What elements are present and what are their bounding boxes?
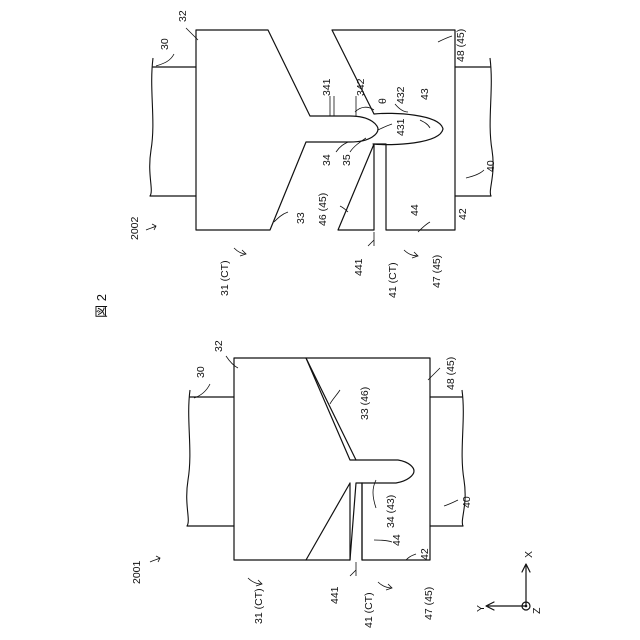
label-33-bottom: 33 (46) <box>359 387 371 420</box>
label-30-bottom: 30 <box>195 366 207 378</box>
label-32-bottom: 32 <box>213 340 225 352</box>
label-432: 432 <box>395 86 407 104</box>
label-48-bottom: 48 (45) <box>445 357 457 390</box>
axis-z-label: Z <box>531 607 543 614</box>
label-341: 341 <box>321 78 333 96</box>
label-342: 342 <box>355 78 367 96</box>
panel-2001: 2001 30 32 48 (45) 33 (46) 40 34 (43) 44… <box>131 340 473 628</box>
member-30-bottom <box>187 390 234 526</box>
electrode-41-bottom-gap <box>306 483 350 560</box>
coordinate-axes: X Y Z <box>475 551 543 614</box>
label-44-bottom: 44 <box>391 534 403 546</box>
label-32-top: 32 <box>177 10 189 22</box>
label-43: 43 <box>419 88 431 100</box>
label-33-top: 33 <box>295 212 307 224</box>
label-441-bottom: 441 <box>329 586 341 604</box>
axis-y-label: Y <box>475 605 487 612</box>
member-40-bottom <box>430 390 465 526</box>
axis-z-dot <box>525 605 528 608</box>
label-47-bottom: 47 (45) <box>423 587 435 620</box>
figure-title: 図 2 <box>94 294 109 318</box>
axis-x-label: X <box>523 551 535 558</box>
label-47-top: 47 (45) <box>431 255 443 288</box>
label-2002: 2002 <box>129 216 141 240</box>
label-41-top: 41 (CT) <box>387 262 399 298</box>
label-31-bottom: 31 (CT) <box>253 588 265 624</box>
label-40-top: 40 <box>485 160 497 172</box>
label-44-top: 44 <box>409 204 421 216</box>
panel-2002: 2002 30 32 48 (45) 341 342 θ 432 43 431 … <box>129 10 497 298</box>
label-441-top: 441 <box>353 258 365 276</box>
label-34-top: 34 <box>321 154 333 166</box>
label-42-bottom: 42 <box>419 548 431 560</box>
label-431: 431 <box>395 118 407 136</box>
label-41-bottom: 41 (CT) <box>363 592 375 628</box>
label-48-top: 48 (45) <box>455 29 467 62</box>
member-30 <box>150 58 196 196</box>
label-40-bottom: 40 <box>461 496 473 508</box>
label-42-top: 42 <box>457 208 469 220</box>
label-theta: θ <box>377 98 389 104</box>
label-2001: 2001 <box>131 560 143 584</box>
label-46: 46 (45) <box>317 193 329 226</box>
label-35: 35 <box>341 154 353 166</box>
label-34-bottom: 34 (43) <box>385 495 397 528</box>
label-30-top: 30 <box>159 38 171 50</box>
label-31-top: 31 (CT) <box>219 260 231 296</box>
